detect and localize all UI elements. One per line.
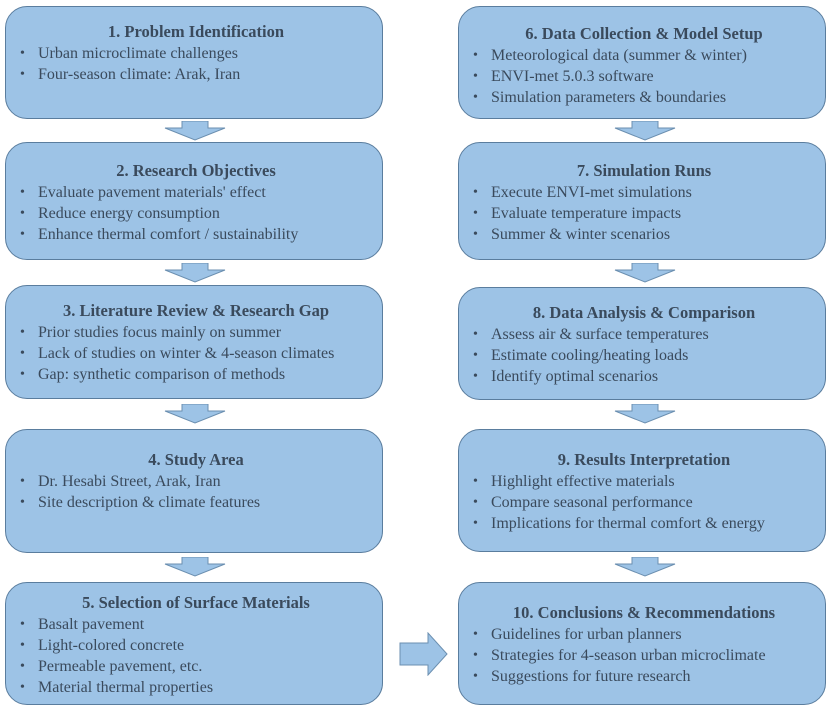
step-2-research-objectives: 2. Research Objectives Evaluate pavement… (5, 142, 383, 260)
down-arrow-icon (614, 557, 676, 577)
step-item: Summer & winter scenarios (473, 224, 815, 245)
down-arrow-icon (164, 404, 226, 424)
step-title: 2. Research Objectives (116, 161, 276, 180)
step-item: Implications for thermal comfort & energ… (473, 513, 815, 534)
step-item: Estimate cooling/heating loads (473, 345, 815, 366)
step-9-results-interpretation: 9. Results Interpretation Highlight effe… (458, 429, 826, 552)
step-item: Lack of studies on winter & 4-season cli… (20, 343, 372, 364)
step-item: Execute ENVI-met simulations (473, 182, 815, 203)
step-3-literature-review: 3. Literature Review & Research Gap Prio… (5, 285, 383, 399)
step-item: Highlight effective materials (473, 471, 815, 492)
down-arrow-icon (164, 263, 226, 283)
step-item: Evaluate temperature impacts (473, 203, 815, 224)
step-item: Identify optimal scenarios (473, 366, 815, 387)
down-arrow-icon (614, 121, 676, 141)
step-item: Light-colored concrete (20, 635, 372, 656)
step-item: Prior studies focus mainly on summer (20, 322, 372, 343)
step-6-data-collection: 6. Data Collection & Model Setup Meteoro… (458, 6, 826, 119)
step-item: Reduce energy consumption (20, 203, 372, 224)
step-1-problem-identification: 1. Problem Identification Urban microcli… (5, 6, 383, 119)
step-item: Assess air & surface temperatures (473, 324, 815, 345)
right-arrow-icon (399, 632, 448, 676)
step-10-conclusions: 10. Conclusions & Recommendations Guidel… (458, 582, 826, 705)
step-8-data-analysis: 8. Data Analysis & Comparison Assess air… (458, 287, 826, 400)
step-item: Meteorological data (summer & winter) (473, 45, 815, 66)
down-arrow-icon (164, 121, 226, 141)
step-item: Evaluate pavement materials' effect (20, 182, 372, 203)
step-item: Four-season climate: Arak, Iran (20, 64, 372, 85)
step-title: 3. Literature Review & Research Gap (62, 301, 330, 320)
step-5-surface-materials: 5. Selection of Surface Materials Basalt… (5, 582, 383, 705)
step-item: Guidelines for urban planners (473, 624, 815, 645)
step-item: Basalt pavement (20, 614, 372, 635)
step-item: Gap: synthetic comparison of methods (20, 364, 372, 385)
step-item: Permeable pavement, etc. (20, 656, 372, 677)
down-arrow-icon (614, 263, 676, 283)
step-7-simulation-runs: 7. Simulation Runs Execute ENVI-met simu… (458, 142, 826, 260)
step-4-study-area: 4. Study Area Dr. Hesabi Street, Arak, I… (5, 429, 383, 553)
step-item: Material thermal properties (20, 677, 372, 698)
step-title: 6. Data Collection & Model Setup (525, 24, 763, 43)
step-title: 4. Study Area (148, 450, 244, 469)
step-item: Compare seasonal performance (473, 492, 815, 513)
step-title: 8. Data Analysis & Comparison (532, 303, 756, 322)
step-item: Dr. Hesabi Street, Arak, Iran (20, 471, 372, 492)
step-title: 7. Simulation Runs (576, 161, 712, 180)
step-title: 9. Results Interpretation (557, 450, 731, 469)
step-item: Simulation parameters & boundaries (473, 87, 815, 108)
down-arrow-icon (614, 404, 676, 424)
step-title: 10. Conclusions & Recommendations (512, 603, 776, 622)
step-item: Site description & climate features (20, 492, 372, 513)
step-item: Strategies for 4-season urban microclima… (473, 645, 815, 666)
down-arrow-icon (164, 557, 226, 577)
step-item: Suggestions for future research (473, 666, 815, 687)
step-title: 1. Problem Identification (107, 22, 285, 41)
step-title: 5. Selection of Surface Materials (82, 593, 310, 612)
step-item: ENVI-met 5.0.3 software (473, 66, 815, 87)
step-item: Urban microclimate challenges (20, 43, 372, 64)
step-item: Enhance thermal comfort / sustainability (20, 224, 372, 245)
